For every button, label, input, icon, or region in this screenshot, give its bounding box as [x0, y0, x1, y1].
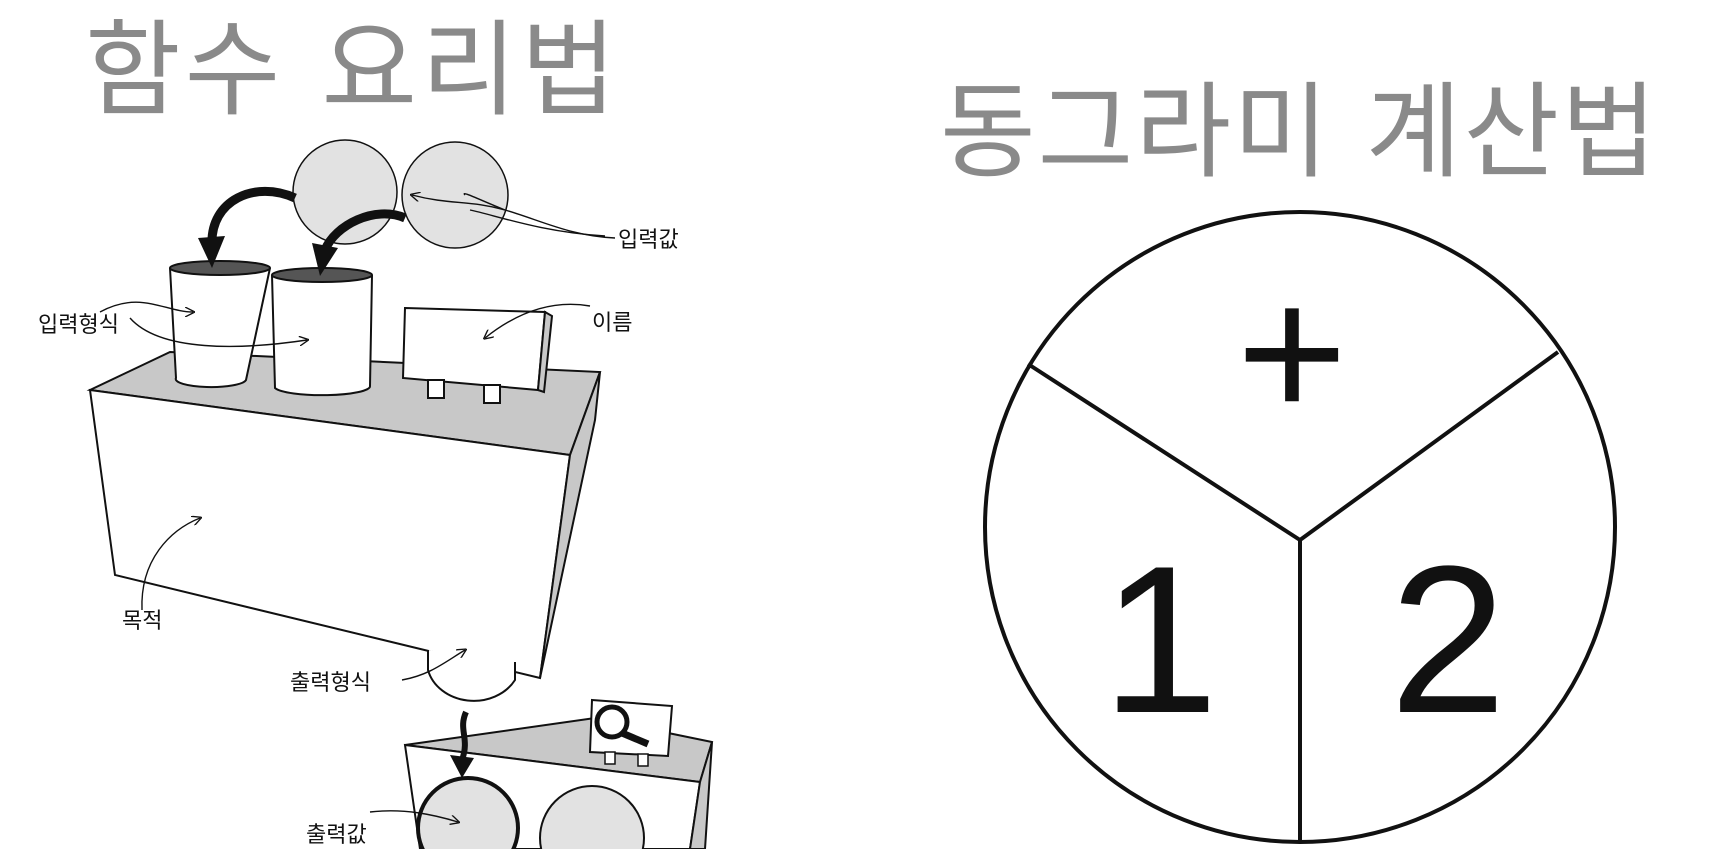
right-operand: 2 — [1390, 522, 1507, 757]
input-ball-2 — [401, 141, 509, 249]
input-value-label: 입력값 — [618, 228, 679, 253]
calc-circle — [983, 210, 1617, 844]
magnifier-icon — [594, 704, 630, 740]
input-flow-arrows — [198, 186, 407, 276]
output-type-nozzle — [427, 650, 516, 702]
annotation-arrows — [99, 194, 616, 822]
output-value-label: 출력값 — [306, 823, 367, 848]
name-plate — [401, 306, 554, 404]
input-type-label: 입력형식 — [38, 313, 119, 338]
divider-left — [1026, 362, 1302, 542]
input-value-balls — [292, 139, 509, 249]
output-name-plate — [588, 698, 674, 767]
output-ball — [416, 776, 520, 849]
output-ball-2 — [539, 785, 645, 849]
left-operand: 1 — [1102, 522, 1219, 757]
output-type-label: 출력형식 — [290, 671, 371, 696]
input-type-can-1 — [169, 260, 271, 389]
purpose-label: 목적 — [122, 609, 162, 634]
circle-calculation-title: 동그라미 계산법 — [940, 71, 1659, 193]
divider-right — [1298, 350, 1560, 542]
function-machine-illustration: 입력값 입력형식 이름 목적 출력형식 출력값 — [38, 139, 714, 849]
output-flow-arrow — [459, 710, 469, 762]
function-recipe-title: 함수 요리법 — [85, 9, 621, 131]
input-type-can-2 — [271, 267, 373, 397]
name-label: 이름 — [592, 311, 632, 336]
operator-plus: + — [1237, 247, 1348, 459]
machine-box — [86, 350, 602, 680]
